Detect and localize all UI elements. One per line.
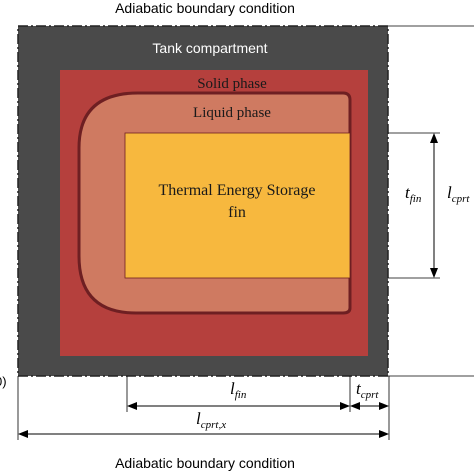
dimension-arrows: [18, 133, 438, 438]
tank-compartment-label: Tank compartment: [152, 40, 267, 56]
fin-label-line1: Thermal Energy Storage: [159, 182, 316, 199]
fin-label-line2: fin: [228, 204, 246, 221]
bottom-boundary-label: Adiabatic boundary condition: [115, 455, 295, 471]
liquid-phase-label: Liquid phase: [193, 105, 271, 121]
t-fin-label: tfin: [405, 183, 422, 205]
solid-phase-label: Solid phase: [197, 76, 267, 92]
t-cprt-label: tcprt: [356, 379, 379, 401]
l-fin-label: lfin: [230, 379, 247, 401]
l-cprt-x-label: lcprt,x: [196, 409, 226, 431]
left-edge-fragment: 0): [0, 374, 7, 389]
top-boundary-label: Adiabatic boundary condition: [115, 0, 295, 16]
l-cprt-label: lcprt: [447, 183, 470, 205]
adiabatic-boundary-line: [17, 25, 389, 377]
tes-fin: [124, 132, 351, 279]
